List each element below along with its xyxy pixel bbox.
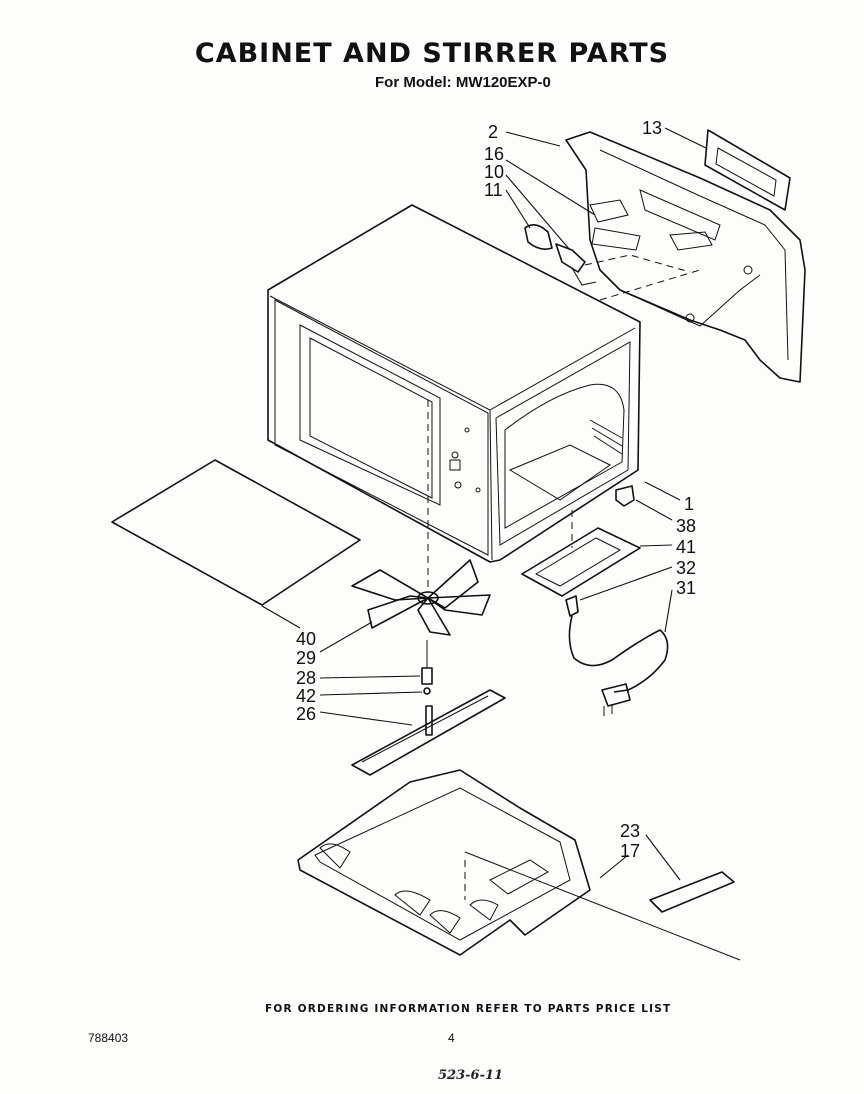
callout-31: 31 (676, 578, 696, 598)
front-frame-part (565, 131, 806, 383)
callout-1: 1 (684, 494, 694, 514)
lamp-socket-part (524, 224, 701, 301)
callout-40: 40 (296, 629, 316, 649)
callout-23: 23 (620, 821, 640, 841)
foot-part (615, 485, 635, 507)
page-title: CABINET AND STIRRER PARTS (194, 38, 670, 69)
stirrer-screw-part (421, 640, 433, 695)
callout-26: 26 (296, 704, 316, 724)
callout-2: 2 (488, 122, 498, 142)
handwritten-code: 523-6-11 (438, 1068, 504, 1083)
callout-labels: 2 16 10 11 13 1 38 41 32 31 40 29 28 42 … (296, 118, 696, 861)
callout-28: 28 (296, 668, 316, 688)
ordering-note: FOR ORDERING INFORMATION REFER TO PARTS … (265, 1003, 672, 1015)
stirrer-bracket-part (351, 689, 506, 776)
model-subtitle: For Model: MW120EXP-0 (375, 74, 551, 91)
leader-lines (261, 127, 707, 881)
document-number: 788403 (88, 1031, 129, 1045)
stirrer-fan-part (351, 400, 491, 636)
glass-panel-part (111, 459, 361, 606)
mounting-plate-part (521, 510, 641, 597)
callout-41: 41 (676, 537, 696, 557)
callout-13: 13 (642, 118, 662, 138)
callout-10: 10 (484, 162, 504, 182)
callout-17: 17 (620, 841, 640, 861)
callout-38: 38 (676, 516, 696, 536)
power-cord-part (565, 595, 669, 716)
page-number: 4 (448, 1031, 455, 1045)
callout-42: 42 (296, 686, 316, 706)
base-plate-part (297, 769, 741, 961)
callout-11: 11 (484, 180, 503, 200)
cabinet-part (267, 204, 641, 563)
vent-cover-part (704, 129, 791, 211)
callout-32: 32 (676, 558, 696, 578)
small-bracket-part (649, 871, 735, 913)
callout-29: 29 (296, 648, 316, 668)
callout-16: 16 (484, 144, 504, 164)
